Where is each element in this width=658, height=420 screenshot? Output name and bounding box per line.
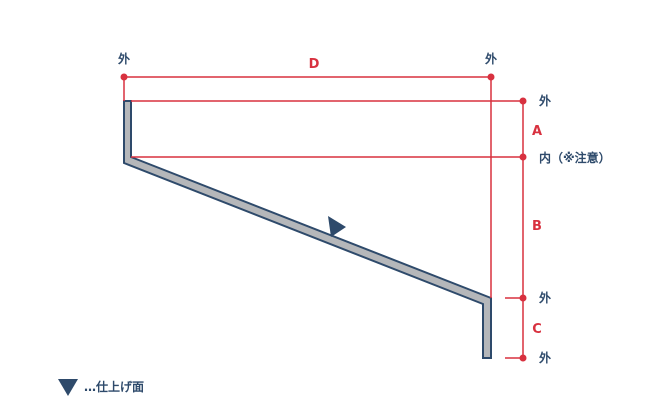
dimension-point-d-right (487, 73, 495, 81)
dimension-label-a: A (532, 124, 542, 139)
outer-label-right-mid: 外 (539, 290, 551, 305)
outer-label-top-right: 外 (485, 51, 497, 66)
dimension-point-mid (519, 294, 527, 302)
dimension-label-b: B (532, 219, 542, 234)
dimension-point-inner (519, 153, 527, 161)
finish-surface-marker-icon (328, 216, 346, 237)
dimension-point-top (519, 97, 527, 105)
dimension-point-d-left (120, 73, 128, 81)
dimension-point-bottom (519, 354, 527, 362)
outer-label-right-bottom: 外 (539, 350, 551, 365)
outer-label-right-top: 外 (539, 93, 551, 108)
dimension-label-d: D (309, 57, 320, 72)
inner-label-right: 内（※注意） (539, 150, 611, 165)
legend-text: …仕上げ面 (84, 379, 144, 394)
dimension-label-c: C (532, 322, 542, 337)
legend-triangle-down-icon (58, 379, 78, 396)
outer-label-top-left: 外 (118, 51, 130, 66)
wall-section (123, 100, 492, 359)
